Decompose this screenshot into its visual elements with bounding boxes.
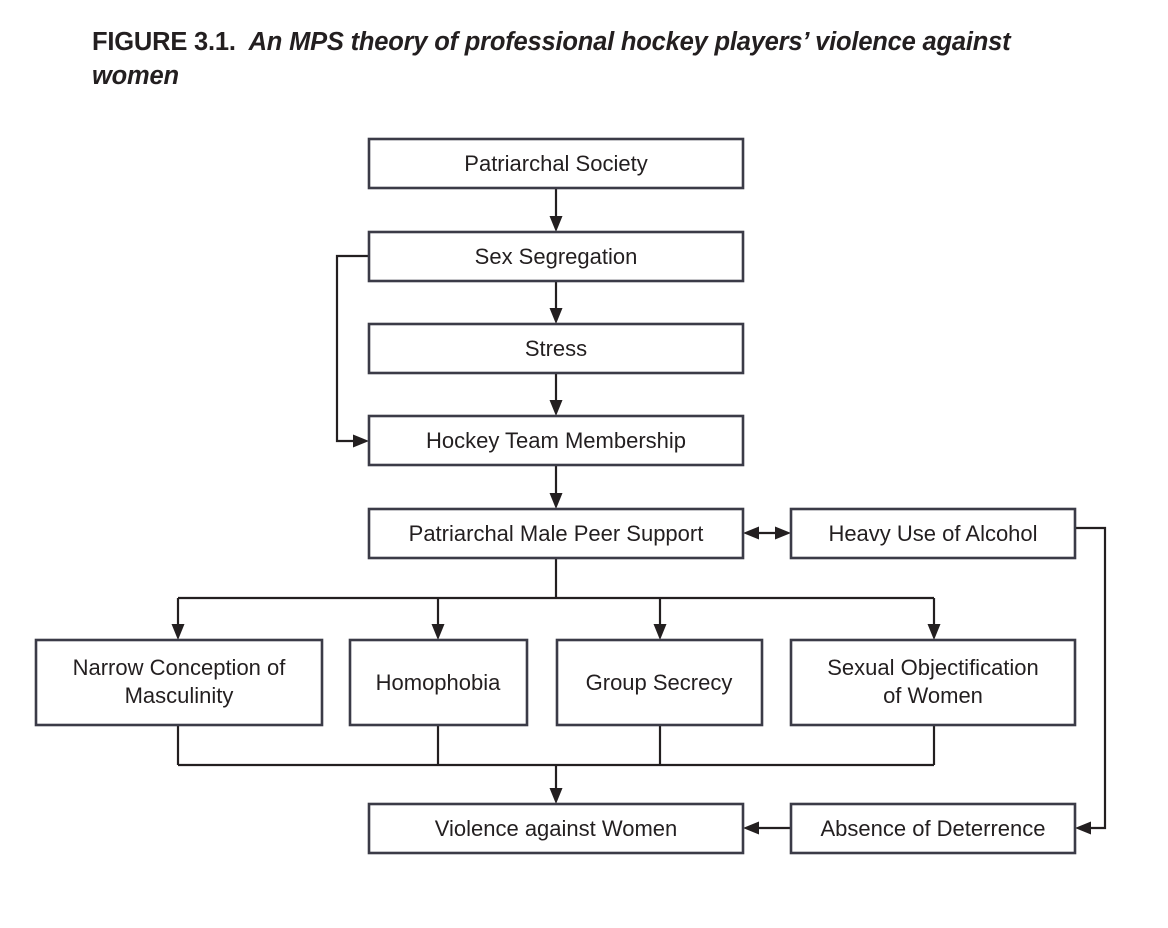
node-label-patriarchal-society: Patriarchal Society [464, 151, 647, 176]
edge-peer-support-alcohol-bidirectional [743, 526, 791, 540]
edge-society-to-segregation [549, 188, 563, 232]
node-group-secrecy[interactable]: Group Secrecy [555, 638, 764, 727]
node-label-hockey-team-membership: Hockey Team Membership [426, 428, 686, 453]
node-homophobia[interactable]: Homophobia [348, 638, 529, 727]
node-label-homophobia: Homophobia [376, 670, 502, 695]
node-label-sex-segregation: Sex Segregation [475, 244, 638, 269]
node-stress[interactable]: Stress [367, 322, 745, 375]
edge-segregation-to-stress [549, 281, 563, 324]
node-absence-of-deterrence[interactable]: Absence of Deterrence [789, 802, 1077, 855]
node-patriarchal-society[interactable]: Patriarchal Society [367, 137, 745, 190]
node-label-group-secrecy: Group Secrecy [586, 670, 733, 695]
edge-deterrence-to-violence [743, 821, 791, 835]
node-label-patriarchal-male-peer-support: Patriarchal Male Peer Support [409, 521, 704, 546]
edge-segregation-to-hockey-bypass [335, 254, 369, 448]
node-heavy-use-of-alcohol[interactable]: Heavy Use of Alcohol [789, 507, 1077, 560]
edge-stress-to-hockey [549, 373, 563, 416]
node-label-sexual-objectification-line1: Sexual Objectification [827, 655, 1039, 680]
node-label-narrow-conception-line1: Narrow Conception of [73, 655, 287, 680]
node-violence-against-women[interactable]: Violence against Women [367, 802, 745, 855]
node-label-heavy-use-of-alcohol: Heavy Use of Alcohol [828, 521, 1037, 546]
edge-fourbox-merge-to-violence [176, 725, 936, 804]
edge-layer [171, 188, 1107, 835]
figure-number: FIGURE 3.1. [92, 28, 236, 56]
node-narrow-conception-of-masculinity[interactable]: Narrow Conception of Masculinity [34, 638, 324, 727]
node-label-narrow-conception-line2: Masculinity [125, 683, 234, 708]
node-label-stress: Stress [525, 336, 587, 361]
node-label-sexual-objectification-line2: of Women [883, 683, 983, 708]
figure-caption: An MPS theory of professional hockey pla… [92, 28, 1011, 90]
node-label-absence-of-deterrence: Absence of Deterrence [820, 816, 1045, 841]
edge-hockey-to-peer-support [549, 465, 563, 509]
node-patriarchal-male-peer-support[interactable]: Patriarchal Male Peer Support [367, 507, 745, 560]
node-sex-segregation[interactable]: Sex Segregation [367, 230, 745, 283]
edge-alcohol-to-deterrence-bypass [1075, 526, 1107, 835]
page-title: FIGURE 3.1. An MPS theory of professiona… [92, 26, 1092, 94]
edge-peer-support-fanout [171, 558, 941, 640]
node-label-violence-against-women: Violence against Women [435, 816, 678, 841]
node-sexual-objectification-of-women[interactable]: Sexual Objectification of Women [789, 638, 1077, 727]
node-hockey-team-membership[interactable]: Hockey Team Membership [367, 414, 745, 467]
